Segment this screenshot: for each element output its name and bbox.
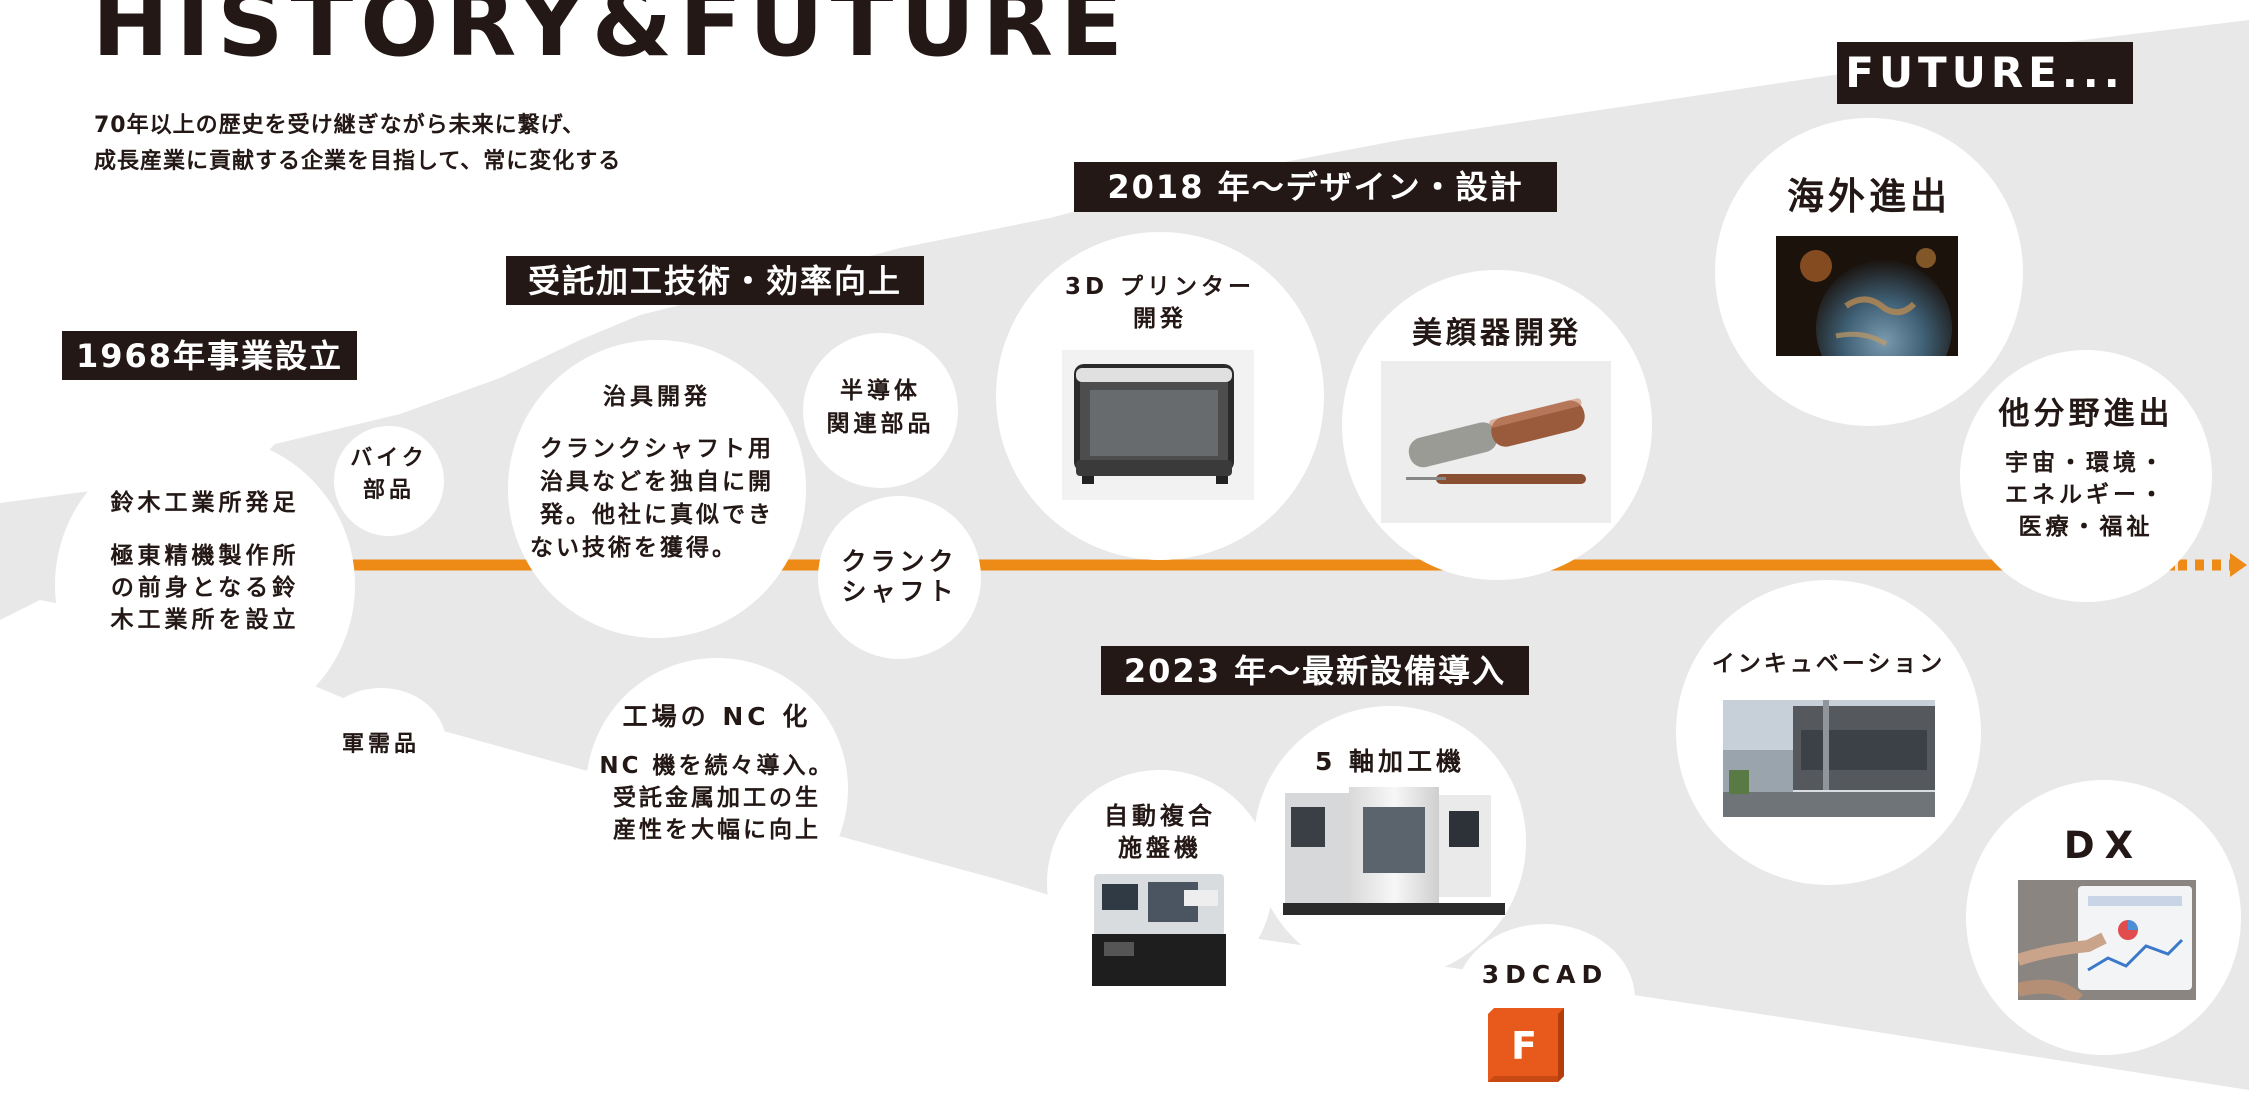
fiveaxis-label: 5 軸加工機 [1314,747,1466,776]
bike-line-1: バイク [350,446,428,471]
banner-future: FUTURE... [1837,42,2133,104]
fiveaxis-photo [1283,785,1505,917]
lathe-line-1: 自動複合 [1104,802,1216,830]
semi-line-2: 関連部品 [826,411,935,437]
nc-line-3: 産性を大幅に向上 [613,817,821,843]
lathe-photo [1092,874,1226,986]
nc-title: 工場の NC 化 [622,702,812,731]
nc-line-2: 受託金属加工の生 [613,785,821,811]
fusion-logo-letter: F [1511,1024,1537,1068]
banner-contract: 受託加工技術・効率向上 [506,256,924,305]
printer-line-2: 開発 [1133,306,1187,332]
circle-bike [334,426,444,536]
suzuki-line-1: 極東精機製作所 [110,543,300,569]
globe-photo [1776,236,1958,356]
bike-line-2: 部品 [362,478,415,503]
nc-line-1: NC 機を続々導入。 [599,753,835,779]
subtitle-line-2: 成長産業に貢献する企業を目指して、常に変化する [94,149,622,174]
crank-line-2: シャフト [841,577,958,606]
overseas-label: 海外進出 [1787,175,1951,218]
jig-line-2: 治具などを独自に開 [540,469,774,495]
beauty-device-photo [1381,361,1611,523]
circle-suzuki [55,435,355,735]
crank-line-1: クランク [841,547,958,576]
banner-design: 2018 年～デザイン・設計 [1074,162,1557,212]
circle-crank [818,496,981,659]
suzuki-line-3: 木工業所を設立 [110,607,300,633]
other-line-1: 宇宙・環境・ [2005,450,2167,476]
incubation-building-photo [1723,700,1935,817]
beauty-label: 美顔器開発 [1412,316,1582,351]
incubation-label: インキュベーション [1711,651,1946,677]
circle-nc [586,658,848,920]
circle-semi [803,333,958,488]
dx-tablet-photo [2018,880,2196,1000]
jig-line-4: ない技術を獲得。 [530,535,738,561]
other-line-3: 医療・福祉 [2018,514,2154,540]
other-line-2: エネルギー・ [2005,482,2167,508]
subtitle-line-1: 70年以上の歴史を受け継ぎながら未来に繋げ、 [94,113,586,138]
banner-founding: 1968年事業設立 [62,331,357,380]
jig-title: 治具開発 [603,384,711,410]
dx-label: DX [2063,824,2144,867]
banner-equipment: 2023 年～最新設備導入 [1101,646,1529,695]
printer-line-1: 3D プリンター [1064,274,1256,300]
military-label: 軍需品 [341,732,420,757]
suzuki-line-2: の前身となる鈴 [110,575,300,601]
lathe-line-2: 施盤機 [1118,834,1202,862]
semi-line-1: 半導体 [840,378,921,404]
jig-line-1: クランクシャフト用 [540,436,774,462]
cad-label: 3DCAD [1481,960,1609,989]
circle-military [316,688,446,798]
circle-jig [508,340,806,638]
3d-printer-photo [1062,350,1254,500]
circle-other [1960,350,2212,602]
other-title: 他分野進出 [1998,396,2174,432]
jig-line-3: 発。他社に真似でき [540,502,774,528]
timeline-arrow-icon [2230,553,2247,577]
suzuki-title: 鈴木工業所発足 [110,490,300,516]
page-title: HISTORY&FUTURE [92,0,1130,77]
fusion-360-logo-icon: F [1488,1008,1564,1082]
